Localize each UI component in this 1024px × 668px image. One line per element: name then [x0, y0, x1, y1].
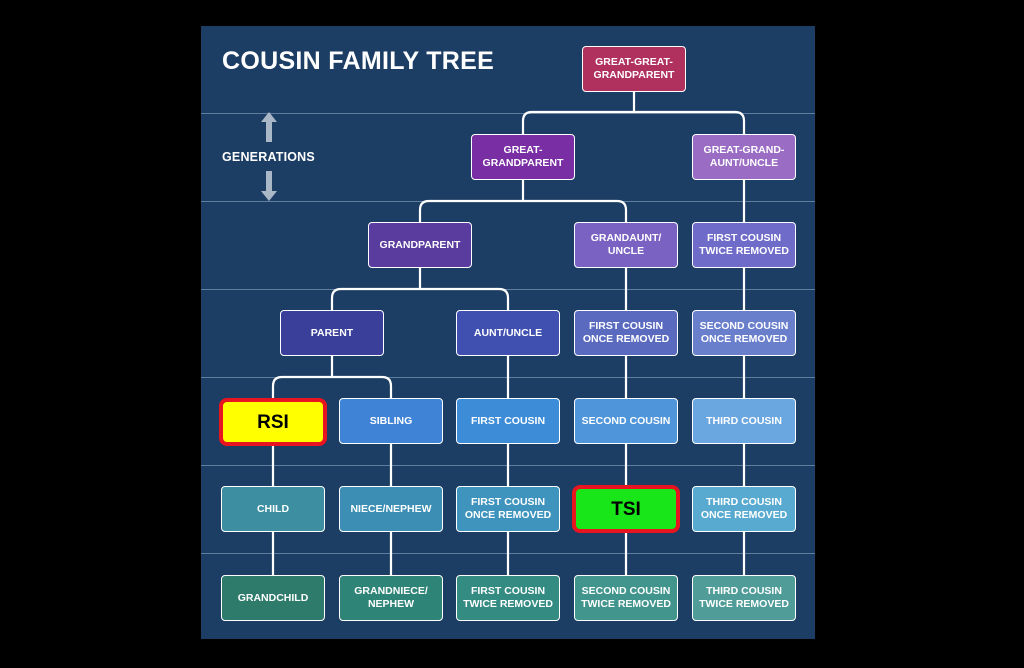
aunt-uncle-node: AUNT/UNCLE [456, 310, 560, 356]
second-cousin-once-removed-top-node: SECOND COUSIN ONCE REMOVED [692, 310, 796, 356]
grandchild-node: GRANDCHILD [221, 575, 325, 621]
third-cousin-node: THIRD COUSIN [692, 398, 796, 444]
grandniece-nephew-node: GRANDNIECE/ NEPHEW [339, 575, 443, 621]
second-cousin-twice-removed-node: SECOND COUSIN TWICE REMOVED [574, 575, 678, 621]
great-grand-aunt-uncle-node: GREAT-GRAND- AUNT/UNCLE [692, 134, 796, 180]
sibling-node: SIBLING [339, 398, 443, 444]
great-great-grandparent-node: GREAT-GREAT- GRANDPARENT [582, 46, 686, 92]
great-grandparent-node: GREAT- GRANDPARENT [471, 134, 575, 180]
generation-divider [201, 289, 815, 290]
third-cousin-once-removed-bottom-node: THIRD COUSIN ONCE REMOVED [692, 486, 796, 532]
arrow-down-icon [261, 171, 277, 201]
family-tree-board: COUSIN FAMILY TREE GENERATIONS GREAT-GRE… [201, 26, 815, 639]
first-cousin-once-removed-bottom-node: FIRST COUSIN ONCE REMOVED [456, 486, 560, 532]
grandparent-node: GRANDPARENT [368, 222, 472, 268]
first-cousin-twice-removed-top-node: FIRST COUSIN TWICE REMOVED [692, 222, 796, 268]
grandaunt-uncle-node: GRANDAUNT/ UNCLE [574, 222, 678, 268]
tree-connectors [271, 91, 746, 575]
rsi-node: RSI [219, 398, 327, 446]
generations-label: GENERATIONS [222, 150, 315, 164]
generation-divider [201, 113, 815, 114]
tsi-node: TSI [572, 485, 680, 533]
third-cousin-twice-removed-node: THIRD COUSIN TWICE REMOVED [692, 575, 796, 621]
first-cousin-twice-removed-bottom-node: FIRST COUSIN TWICE REMOVED [456, 575, 560, 621]
niece-nephew-node: NIECE/NEPHEW [339, 486, 443, 532]
page-title: COUSIN FAMILY TREE [222, 47, 495, 75]
arrow-up-icon [261, 112, 277, 142]
first-cousin-node: FIRST COUSIN [456, 398, 560, 444]
parent-node: PARENT [280, 310, 384, 356]
second-cousin-node: SECOND COUSIN [574, 398, 678, 444]
child-node: CHILD [221, 486, 325, 532]
first-cousin-once-removed-top-node: FIRST COUSIN ONCE REMOVED [574, 310, 678, 356]
